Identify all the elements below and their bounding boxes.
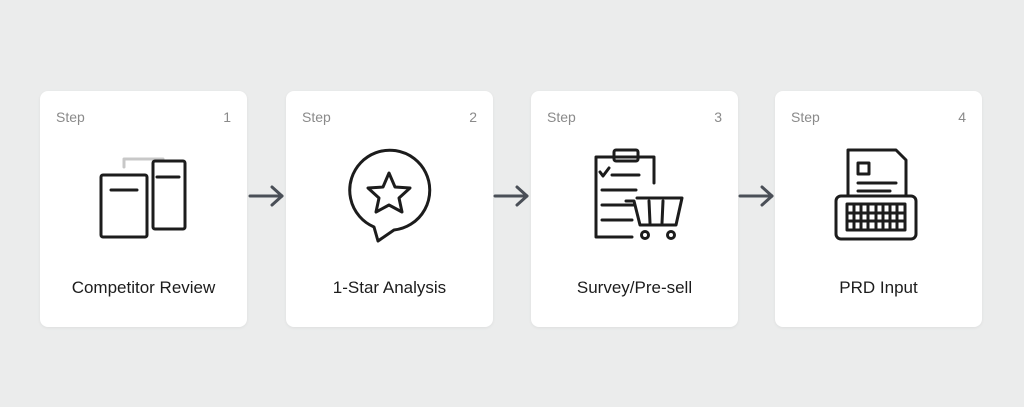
clipboard-cart-icon [584,143,684,243]
step-title: 1-Star Analysis [332,278,447,297]
step-number: 1 [223,109,231,125]
step-number: 4 [958,109,966,125]
step-number: 2 [469,109,477,125]
step-card-4: Step 4 PRD Input [775,91,982,327]
documents-icon [93,143,193,243]
step-card-1: Step 1 Competitor Review [40,91,247,327]
typewriter-icon [828,143,928,243]
arrow-right-icon [492,181,532,211]
step-title: PRD Input [839,278,918,297]
arrow-right-icon [247,181,287,211]
step-number: 3 [714,109,722,125]
step-card-2: Step 2 1-Star Analysis [286,91,493,327]
arrow-right-icon [737,181,777,211]
step-label: Step [791,109,820,125]
step-label: Step [547,109,576,125]
star-bubble-icon [339,143,439,243]
step-title: Survey/Pre-sell [576,278,693,297]
step-title: Competitor Review [71,278,216,297]
step-card-3: Step 3 Survey/Pre-sell [531,91,738,327]
step-label: Step [56,109,85,125]
step-label: Step [302,109,331,125]
